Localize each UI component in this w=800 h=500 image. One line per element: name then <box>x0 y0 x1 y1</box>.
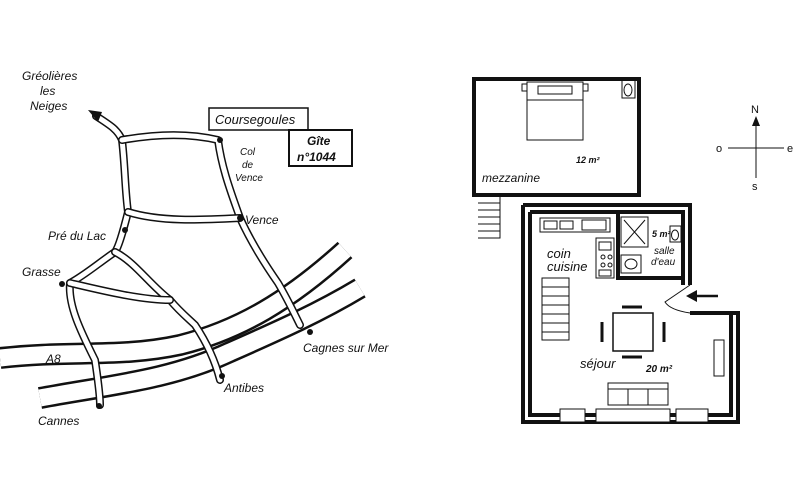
floor-plan: 12 m² mezzanine <box>472 77 740 424</box>
mezzanine-area: 12 m² <box>576 155 601 165</box>
kitchen-counter <box>539 217 611 233</box>
town-dot <box>237 215 243 221</box>
coursegoules-box <box>208 107 309 131</box>
label-gite-number: n°1044 <box>297 150 336 164</box>
mezzanine-toilet <box>621 79 636 99</box>
compass-e: e <box>787 143 793 155</box>
bathroom-label-2: d'eau <box>651 257 676 268</box>
label-antibes: Antibes <box>223 381 264 395</box>
town-dot <box>122 227 128 233</box>
kitchen-label-2: cuisine <box>547 259 587 274</box>
main-floor: 5 m² salle d'eau coin cuisine <box>521 203 740 424</box>
label-col-2: de <box>242 160 254 171</box>
gite-box <box>288 129 353 167</box>
kitchen-label-1: coin <box>547 246 571 261</box>
label-greolieres-1: Gréolières <box>22 69 77 83</box>
label-pre-du-lac: Pré du Lac <box>48 229 106 243</box>
bathroom-sink <box>620 254 642 274</box>
label-greolieres-3: Neiges <box>30 99 67 113</box>
label-cagnes: Cagnes sur Mer <box>303 341 389 355</box>
north-arrow-icon <box>752 116 760 126</box>
town-dot <box>96 403 102 409</box>
compass-s: s <box>752 181 758 193</box>
label-coursegoules: Coursegoules <box>215 112 296 127</box>
dining-table <box>600 305 666 359</box>
label-cannes: Cannes <box>38 414 79 428</box>
sofa <box>607 382 669 406</box>
mezzanine-label: mezzanine <box>482 171 540 185</box>
label-gite: Gîte <box>307 134 331 148</box>
compass: N s e o <box>716 104 793 193</box>
secondary-roads <box>65 112 304 409</box>
bathroom-label-1: salle <box>654 246 675 257</box>
mezzanine: 12 m² mezzanine <box>472 77 641 239</box>
label-vence: Vence <box>245 213 279 227</box>
bathroom-area: 5 m² <box>652 229 672 239</box>
label-grasse: Grasse <box>22 265 61 279</box>
label-a8: A8 <box>45 352 61 366</box>
living-area: 20 m² <box>645 364 673 375</box>
road-map: Gréolières les Neiges Coursegoules Gîte … <box>0 69 389 428</box>
town-dot <box>307 329 313 335</box>
compass-n: N <box>751 104 759 116</box>
north-road-arrow <box>88 110 102 122</box>
shower <box>620 216 649 248</box>
label-greolieres-2: les <box>40 84 55 98</box>
label-col-3: Vence <box>235 173 263 184</box>
town-dot <box>217 137 223 143</box>
label-col-1: Col <box>240 147 256 158</box>
staircase <box>541 277 570 341</box>
compass-o: o <box>716 143 722 155</box>
town-dot <box>219 373 225 379</box>
living-label: séjour <box>580 356 616 371</box>
town-dot <box>59 281 65 287</box>
bathroom-toilet <box>669 225 682 243</box>
